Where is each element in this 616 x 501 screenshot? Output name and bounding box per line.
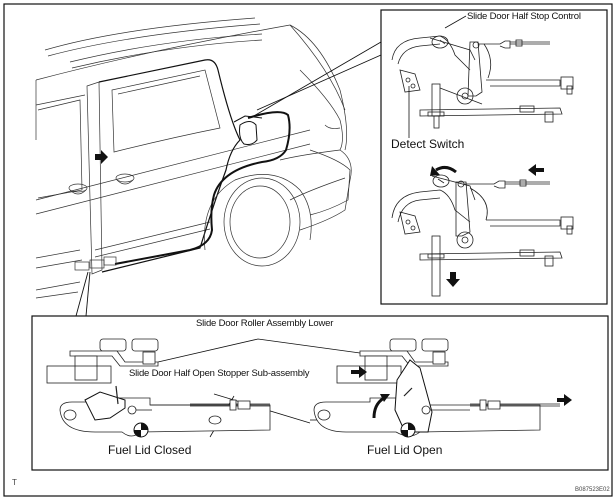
arrow-right-icon (557, 394, 572, 406)
roller-assembly-open (336, 338, 449, 384)
fuel-lid-icon-open (400, 422, 416, 438)
half-stop-mechanism-top (391, 35, 574, 129)
label-half-open-stopper: Slide Door Half Open Stopper Sub-assembl… (129, 368, 310, 379)
arrow-down-icon (446, 272, 460, 287)
curved-arrow-icon (372, 396, 385, 419)
leader-lines-top (251, 41, 382, 118)
half-stop-mechanism-bottom (391, 174, 574, 297)
corner-mark: T (12, 478, 17, 487)
inset-stopper (31, 315, 609, 471)
arrow-right-icon (95, 150, 108, 164)
arrow-left-icon (528, 164, 544, 176)
outer-frame (3, 3, 613, 497)
curved-arrow-head-icon (430, 166, 440, 176)
label-fuel-lid-closed: Fuel Lid Closed (108, 443, 192, 457)
leader-lines-bottom (75, 271, 91, 317)
label-detect-switch: Detect Switch (391, 137, 465, 151)
vehicle-illustration (35, 17, 352, 299)
curved-arrow-head-icon (380, 394, 390, 402)
arrow-right-icon (351, 366, 367, 378)
fuel-lid-icon (133, 422, 149, 438)
roller-assembly-closed (46, 338, 159, 384)
stopper-closed (59, 385, 271, 437)
illustration-code: B087523E02 (575, 487, 610, 493)
label-half-stop-control: Slide Door Half Stop Control (467, 11, 581, 22)
curved-arrow-icon (435, 165, 457, 174)
label-roller-assembly: Slide Door Roller Assembly Lower (196, 318, 334, 329)
stopper-open (313, 359, 560, 437)
inset-leaders (408, 15, 467, 138)
inset-half-stop-control (380, 9, 608, 305)
label-fuel-lid-open: Fuel Lid Open (367, 443, 443, 457)
